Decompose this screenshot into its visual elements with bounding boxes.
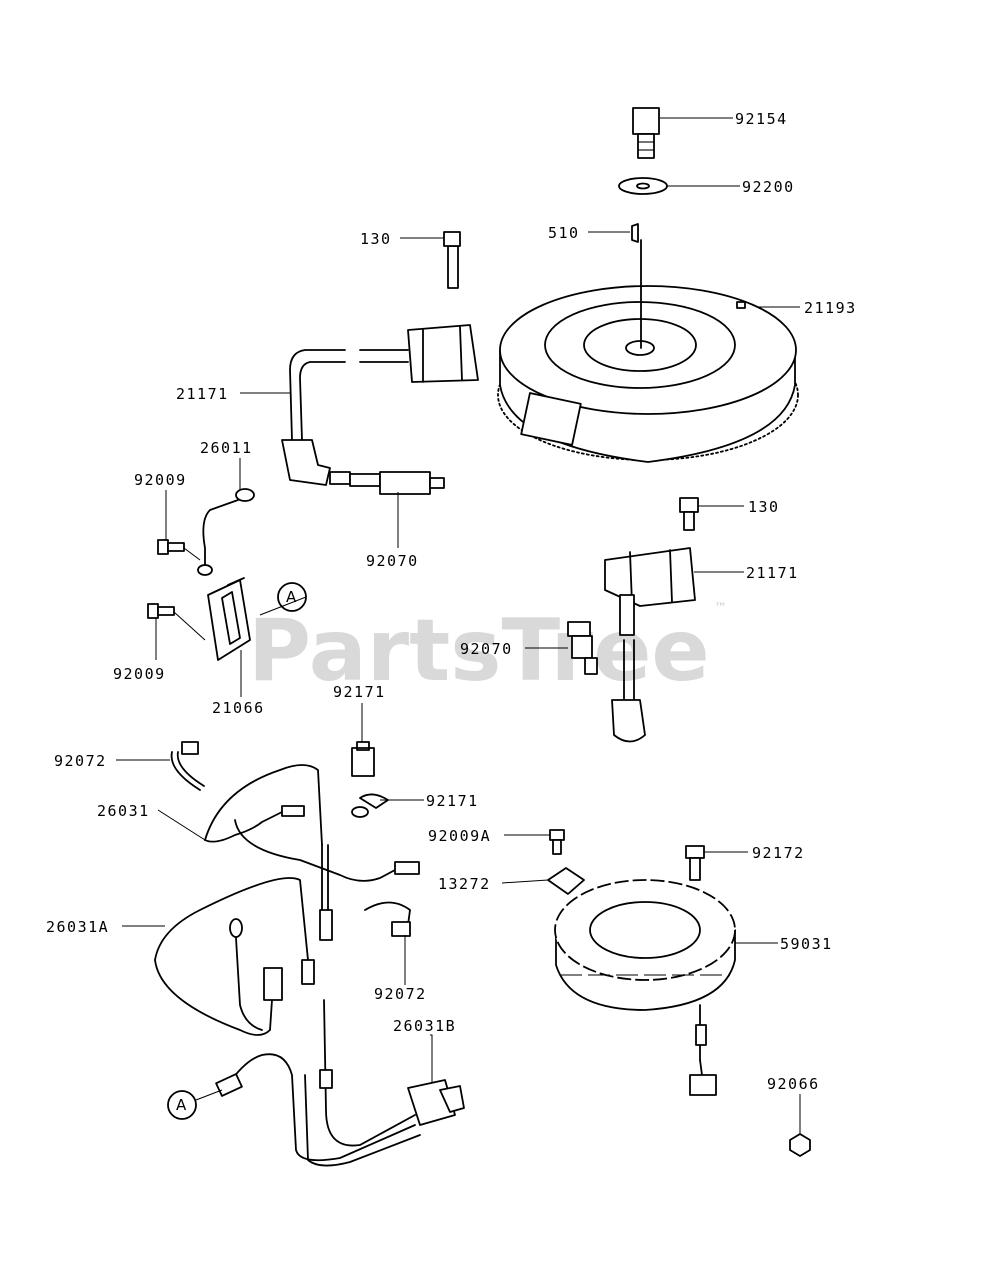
bolt-92009-bottom[interactable] [147,603,175,619]
washer-92200[interactable] [618,177,668,195]
label-26031A[interactable]: 26031A [46,918,109,936]
label-130-right[interactable]: 130 [748,498,780,516]
callout-a-top-text: A [286,588,297,606]
label-26031B[interactable]: 26031B [393,1017,456,1035]
ignition-coil-21171-right[interactable] [604,547,696,743]
label-92171-mid[interactable]: 92171 [426,792,479,810]
clip-92072-bottom[interactable] [364,901,411,937]
bolt-130-top[interactable] [443,231,461,247]
label-21193[interactable]: 21193 [804,299,857,317]
screw-92009A[interactable] [549,829,565,855]
wiring-harness-26031B[interactable] [215,999,465,1167]
terminal-92171-top[interactable] [351,741,375,777]
screw-92172[interactable] [685,845,705,881]
label-21171-right[interactable]: 21171 [746,564,799,582]
ground-wire-26011[interactable] [197,488,255,576]
flywheel-21193[interactable] [497,285,799,463]
label-59031[interactable]: 59031 [780,935,833,953]
wiring-harness-26031[interactable] [204,764,420,941]
spark-plug-92070-right[interactable] [567,621,598,675]
callout-a-bottom: A [167,1090,197,1120]
spark-plug-92070-left[interactable] [329,471,445,495]
bolt-92154[interactable] [632,107,660,159]
label-92070-left[interactable]: 92070 [366,552,419,570]
callout-a-bottom-text: A [176,1096,187,1114]
terminal-92171-mid[interactable] [351,793,389,818]
watermark-trademark: ™ [714,601,727,616]
label-92066[interactable]: 92066 [767,1075,820,1093]
clip-92072-top[interactable] [170,741,205,791]
callout-a-top: A [277,582,307,612]
label-510[interactable]: 510 [548,224,580,242]
label-92172[interactable]: 92172 [752,844,805,862]
label-92070-right[interactable]: 92070 [460,640,513,658]
label-21171-left[interactable]: 21171 [176,385,229,403]
label-26031[interactable]: 26031 [97,802,150,820]
label-92009-bottom[interactable]: 92009 [113,665,166,683]
plate-13272[interactable] [547,867,585,895]
label-92154[interactable]: 92154 [735,110,788,128]
label-92072-bottom[interactable]: 92072 [374,985,427,1003]
stator-59031[interactable] [554,879,736,1096]
wiring-harness-26031A[interactable] [154,877,315,1036]
label-21066[interactable]: 21066 [212,699,265,717]
label-92009A[interactable]: 92009A [428,827,491,845]
bolt-130-right[interactable] [679,497,699,531]
bolt-92009-top[interactable] [157,539,185,555]
label-92009-top[interactable]: 92009 [134,471,187,489]
label-130-top[interactable]: 130 [360,230,392,248]
regulator-21066[interactable] [207,577,251,661]
key-510[interactable] [631,223,639,243]
nut-92066[interactable] [789,1133,811,1157]
label-92200[interactable]: 92200 [742,178,795,196]
leader-lines [116,117,801,1134]
label-92072-top[interactable]: 92072 [54,752,107,770]
label-26011[interactable]: 26011 [200,439,253,457]
label-13272[interactable]: 13272 [438,875,491,893]
label-92171-top[interactable]: 92171 [333,683,386,701]
ignition-coil-21171-left[interactable] [281,245,479,486]
